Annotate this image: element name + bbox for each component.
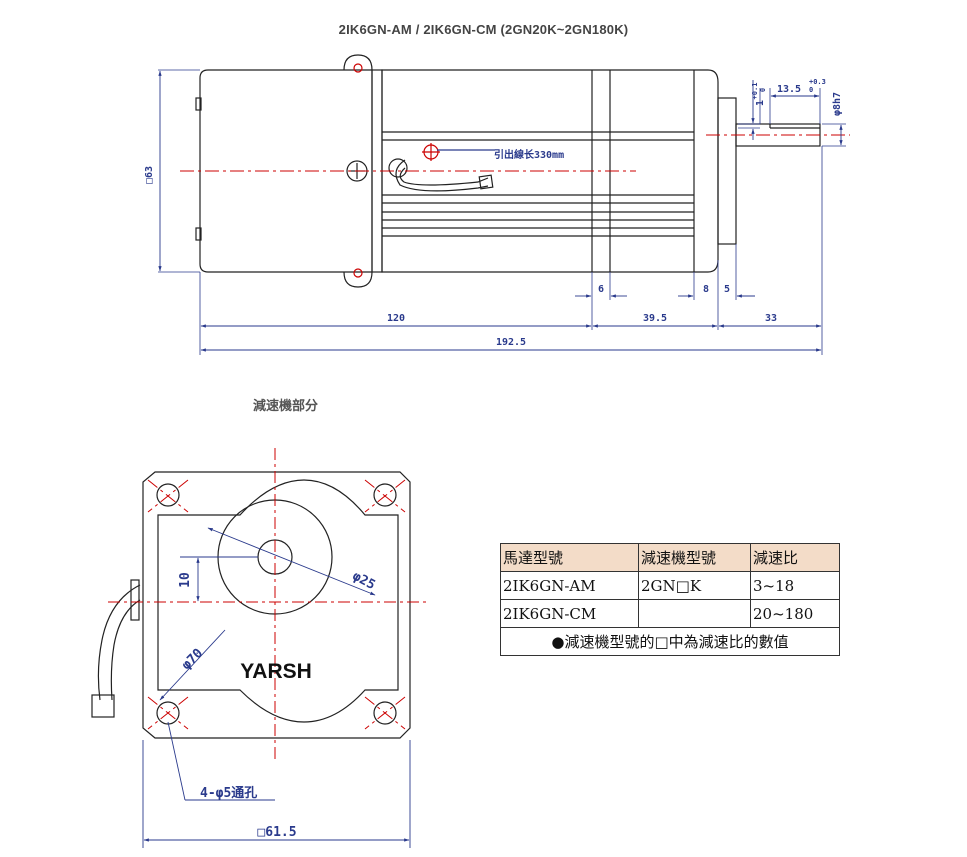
brand-logo: YARSH xyxy=(240,660,312,683)
gear-boss xyxy=(717,97,737,245)
cell-motor-model: 2IK6GN-AM xyxy=(500,571,639,600)
dim-phi25: φ25 xyxy=(350,569,378,593)
dim-shaft-length-tol-bot: 0 xyxy=(809,86,813,94)
lead-wire-label: 引出線长330mm xyxy=(494,148,564,161)
header-motor-model: 馬達型號 xyxy=(500,543,639,572)
dim-shaft-diameter: φ8h7 xyxy=(832,92,843,116)
dim-39-5: 39.5 xyxy=(643,313,667,324)
dim-5: 5 xyxy=(724,284,730,295)
dim-120: 120 xyxy=(387,313,405,324)
dim-side-63: □63 xyxy=(144,166,155,184)
dim-key-height: 1 xyxy=(755,100,766,106)
drawing-title: 2IK6GN-AM / 2IK6GN-CM (2GN20K~2GN180K) xyxy=(338,22,629,37)
lead-wire xyxy=(395,159,489,192)
cell-motor-model: 2IK6GN-CM xyxy=(500,599,639,628)
gearhead-front-view xyxy=(91,471,411,739)
cell-gearhead-model: 2GN□K xyxy=(638,571,751,600)
table-row: 2IK6GN-CM 20~180 xyxy=(500,599,840,628)
dim-shaft-length: 13.5 xyxy=(777,84,801,95)
mount-hole-tr xyxy=(373,483,397,507)
section-label: 減速機部分 xyxy=(253,399,319,414)
mount-ear-bottom xyxy=(343,271,373,288)
motor-rear-cap xyxy=(199,69,373,273)
dim-192-5: 192.5 xyxy=(496,337,526,348)
table-note-row: ●減速機型號的□中為減速比的數值 xyxy=(500,627,840,656)
spec-table: 馬達型號 減速機型號 減速比 2IK6GN-AM 2GN□K 3~18 2IK6… xyxy=(500,543,840,656)
spec-table-header: 馬達型號 減速機型號 減速比 xyxy=(500,543,840,572)
table-row: 2IK6GN-AM 2GN□K 3~18 xyxy=(500,571,840,600)
mount-ear-top xyxy=(343,54,373,71)
cell-gearhead-model xyxy=(638,599,751,628)
header-gearhead-model: 減速機型號 xyxy=(638,543,751,572)
dim-side-61-5: □61.5 xyxy=(257,825,296,840)
dim-33: 33 xyxy=(765,313,777,324)
cell-ratio: 20~180 xyxy=(750,599,840,628)
dim-phi70: φ70 xyxy=(179,646,206,673)
mount-hole-br xyxy=(373,701,397,725)
cell-ratio: 3~18 xyxy=(750,571,840,600)
dim-8: 8 xyxy=(703,284,709,295)
dim-holes: 4-φ5通孔 xyxy=(200,785,257,801)
dim-shaft-length-tol-top: +0.3 xyxy=(809,78,826,86)
dim-6: 6 xyxy=(598,284,604,295)
dim-key-tol-bot: 0 xyxy=(759,88,767,92)
table-note: ●減速機型號的□中為減速比的數值 xyxy=(500,627,840,656)
dim-10: 10 xyxy=(178,572,193,588)
mount-hole-tl xyxy=(156,483,180,507)
header-ratio: 減速比 xyxy=(750,543,840,572)
dim-key-tol-top: +0.1 xyxy=(751,83,759,100)
gearhead-outline xyxy=(142,471,411,739)
